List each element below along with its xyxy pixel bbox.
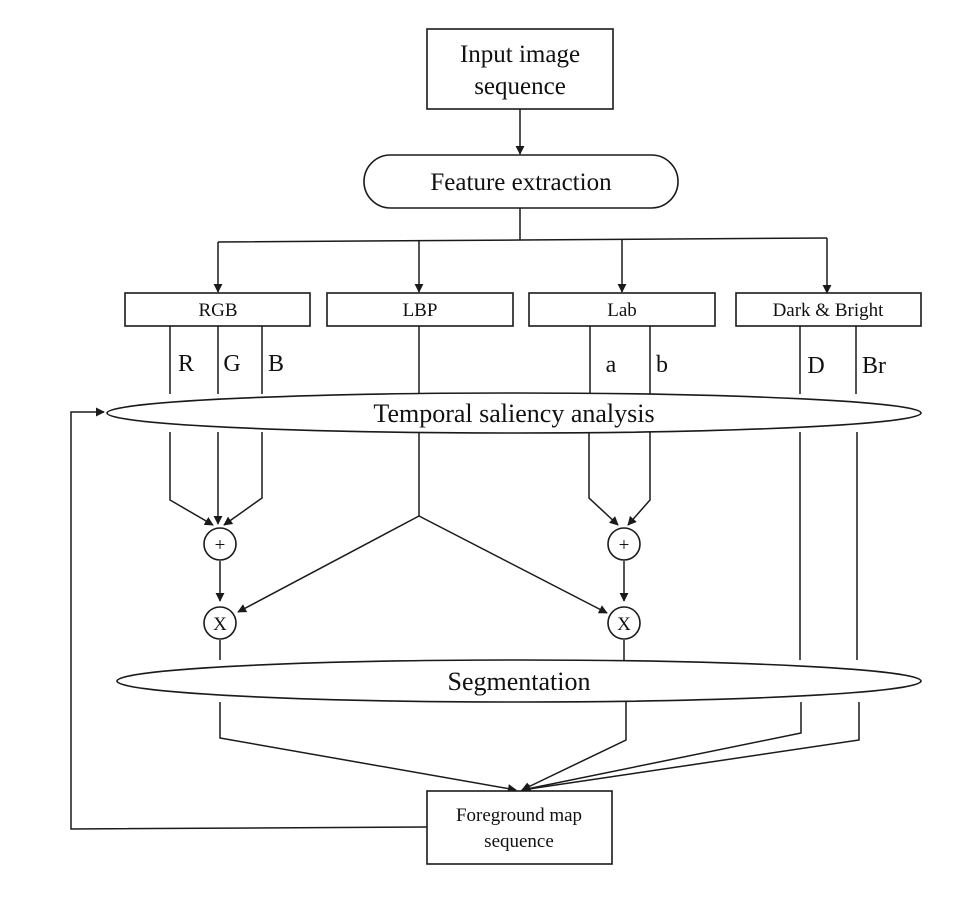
channel-labels: R G B a b D Br xyxy=(178,351,886,379)
segmentation-node: Segmentation xyxy=(116,659,922,703)
edge-b-to-add xyxy=(223,432,263,526)
mul-left-symbol: X xyxy=(213,614,227,635)
edge-seg4-to-foreground xyxy=(521,702,860,794)
input-image-sequence-node: Input image sequence xyxy=(426,28,614,110)
temporal-saliency-node: Temporal saliency analysis xyxy=(106,392,922,434)
edge-feature-bus xyxy=(217,237,828,243)
dark-bright-label: Dark & Bright xyxy=(773,300,885,321)
lab-node: Lab xyxy=(528,292,716,327)
add-left-node: + xyxy=(203,527,237,561)
edge-lbp-to-mul-left xyxy=(237,515,420,613)
channel-label-dark: D xyxy=(807,353,824,379)
foreground-node-line2: sequence xyxy=(484,831,554,852)
lbp-label: LBP xyxy=(403,300,438,321)
edge-seg3-to-foreground xyxy=(521,702,802,793)
channel-label-bright: Br xyxy=(862,353,886,379)
temporal-saliency-label: Temporal saliency analysis xyxy=(373,399,654,428)
foreground-node-line1: Foreground map xyxy=(456,805,582,826)
mul-left-node: X xyxy=(203,606,237,640)
add-left-symbol: + xyxy=(215,535,226,556)
edge-feedback-loop xyxy=(70,407,428,830)
segmentation-label: Segmentation xyxy=(448,667,591,696)
rgb-node: RGB xyxy=(124,292,311,327)
foreground-map-sequence-node: Foreground map sequence xyxy=(426,790,613,865)
feature-extraction-node: Feature extraction xyxy=(363,154,679,209)
edge-r-to-add xyxy=(169,432,214,526)
lbp-node: LBP xyxy=(326,292,514,327)
channel-label-lab-b: b xyxy=(656,352,668,378)
edge-lbp-to-mul-right xyxy=(418,515,608,614)
channel-label-g: G xyxy=(223,351,240,377)
feature-extraction-label: Feature extraction xyxy=(430,169,612,196)
edge-seg2-to-foreground xyxy=(521,702,627,791)
lab-label: Lab xyxy=(607,300,637,321)
add-right-symbol: + xyxy=(619,535,630,556)
channel-label-b: B xyxy=(268,351,284,377)
rgb-label: RGB xyxy=(198,300,237,321)
mul-right-node: X xyxy=(607,606,641,640)
edge-b-lab-to-add xyxy=(627,432,651,526)
edge-a-to-add xyxy=(588,432,619,526)
channel-label-r: R xyxy=(178,351,194,377)
mul-right-symbol: X xyxy=(617,614,631,635)
channel-label-lab-a: a xyxy=(606,352,617,378)
edges xyxy=(70,109,860,830)
input-node-line2: sequence xyxy=(474,73,566,100)
input-node-line1: Input image xyxy=(460,41,580,68)
add-right-node: + xyxy=(607,527,641,561)
dark-bright-node: Dark & Bright xyxy=(735,292,922,327)
edge-seg1-to-foreground xyxy=(219,702,517,794)
